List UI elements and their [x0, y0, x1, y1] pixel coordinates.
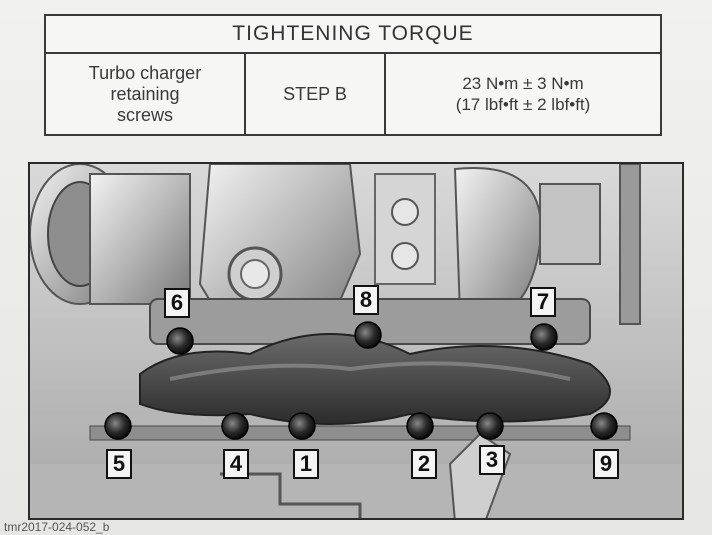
tightening-torque-table: TIGHTENING TORQUE Turbo charger retainin…	[44, 14, 662, 136]
torque-value-cell: 23 N•m ± 3 N•m (17 lbf•ft ± 2 lbf•ft)	[386, 54, 660, 134]
turbocharger-illustration	[30, 164, 682, 518]
callout-6: 6	[164, 288, 190, 318]
callout-3: 3	[479, 445, 505, 475]
torque-imperial-value: (17 lbf•ft ± 2 lbf•ft)	[455, 95, 591, 114]
torque-table-row: Turbo charger retaining screws STEP B 23…	[46, 54, 660, 134]
callout-7: 7	[530, 287, 556, 317]
callout-4: 4	[223, 449, 249, 479]
torque-step-cell: STEP B	[246, 54, 386, 134]
figure-reference-code: tmr2017-024-052_b	[4, 520, 110, 534]
callout-8: 8	[353, 285, 379, 315]
callout-1: 1	[293, 449, 319, 479]
torque-table-title: TIGHTENING TORQUE	[46, 16, 660, 54]
callout-5: 5	[106, 449, 132, 479]
torque-part-cell: Turbo charger retaining screws	[46, 54, 246, 134]
torque-metric-value: 23 N•m ± 3 N•m	[462, 74, 584, 93]
turbocharger-photo: 6 8 7 5 4 1 2 3 9	[28, 162, 684, 520]
callout-2: 2	[411, 449, 437, 479]
callout-9: 9	[593, 449, 619, 479]
